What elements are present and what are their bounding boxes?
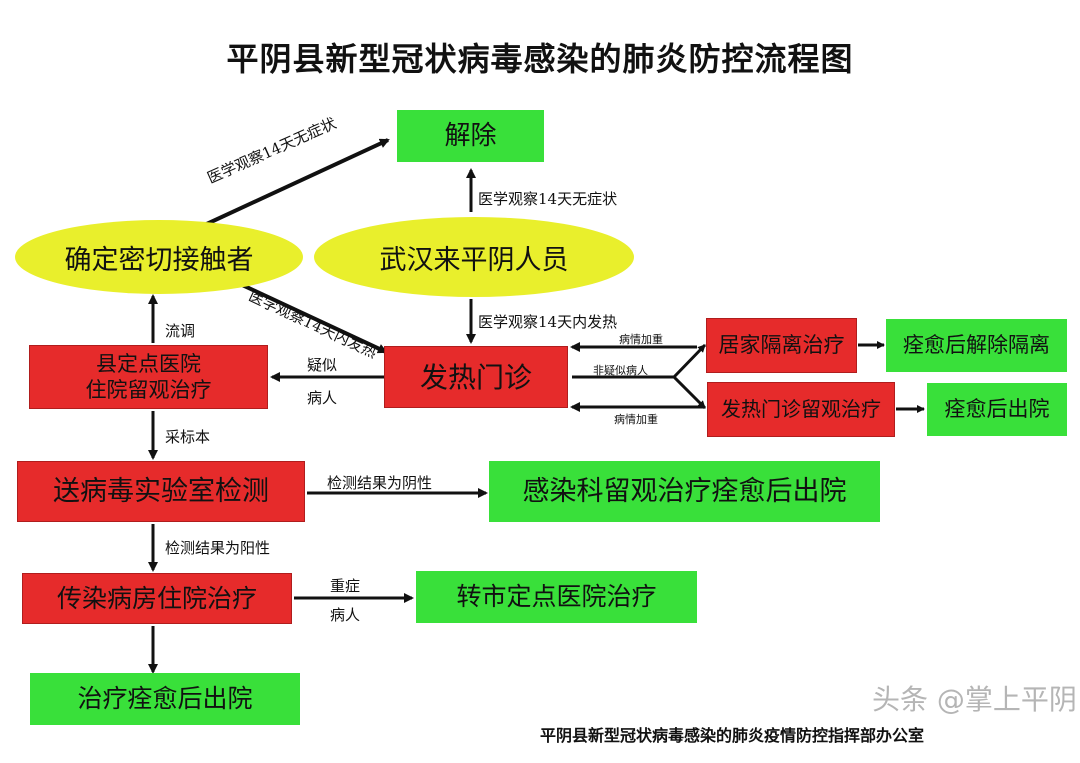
node-county-hospital-line1: 县定点医院 xyxy=(96,351,201,376)
node-treatment-discharge: 治疗痊愈后出院 xyxy=(30,673,300,725)
label-worsened-bottom: 病情加重 xyxy=(614,413,658,426)
label-suspected-1: 疑似 xyxy=(307,356,338,374)
node-city-hospital: 转市定点医院治疗 xyxy=(416,571,697,623)
label-worsened-top: 病情加重 xyxy=(619,333,663,346)
label-severe-1: 重症 xyxy=(330,577,361,595)
node-fever-clinic: 发热门诊 xyxy=(384,346,568,408)
label-observe-no-symptoms-vert: 医学观察14天无症状 xyxy=(478,190,618,208)
node-lab-test: 送病毒实验室检测 xyxy=(17,461,305,522)
label-not-suspected: 非疑似病人 xyxy=(593,364,648,377)
watermark: 头条 @掌上平阴 xyxy=(872,683,1077,716)
arrow-branch-down xyxy=(672,375,707,410)
node-county-hospital: 县定点医院 住院留观治疗 xyxy=(29,345,268,409)
chart-title: 平阴县新型冠状病毒感染的肺炎防控流程图 xyxy=(226,40,854,78)
arrow-contacts-to-fever xyxy=(237,281,388,354)
node-home-isolation: 居家隔离治疗 xyxy=(706,318,857,373)
label-negative: 检测结果为阴性 xyxy=(327,474,433,492)
node-clinic-recovered: 痊愈后出院 xyxy=(927,383,1067,436)
node-infectious-ward: 传染病房住院治疗 xyxy=(22,573,292,624)
node-home-recovered: 痊愈后解除隔离 xyxy=(886,319,1067,372)
label-suspected-2: 病人 xyxy=(307,389,338,407)
node-wuhan-arrivals: 武汉来平阴人员 xyxy=(314,217,634,297)
footer-issuer: 平阴县新型冠状病毒感染的肺炎疫情防控指挥部办公室 xyxy=(540,726,925,745)
arrow-branch-up xyxy=(672,343,707,379)
label-observe-fever-vert: 医学观察14天内发热 xyxy=(478,313,618,331)
node-release: 解除 xyxy=(397,110,544,162)
node-clinic-observation: 发热门诊留观治疗 xyxy=(707,382,895,437)
label-sample: 采标本 xyxy=(165,428,211,446)
label-positive: 检测结果为阳性 xyxy=(165,539,271,557)
node-infection-ward: 感染科留观治疗痊愈后出院 xyxy=(489,461,880,522)
label-severe-2: 病人 xyxy=(330,606,361,624)
label-epi-survey: 流调 xyxy=(165,322,196,340)
arrow-contacts-to-release xyxy=(197,138,390,230)
node-county-hospital-line2: 住院留观治疗 xyxy=(85,378,212,402)
node-close-contacts: 确定密切接触者 xyxy=(15,220,303,294)
